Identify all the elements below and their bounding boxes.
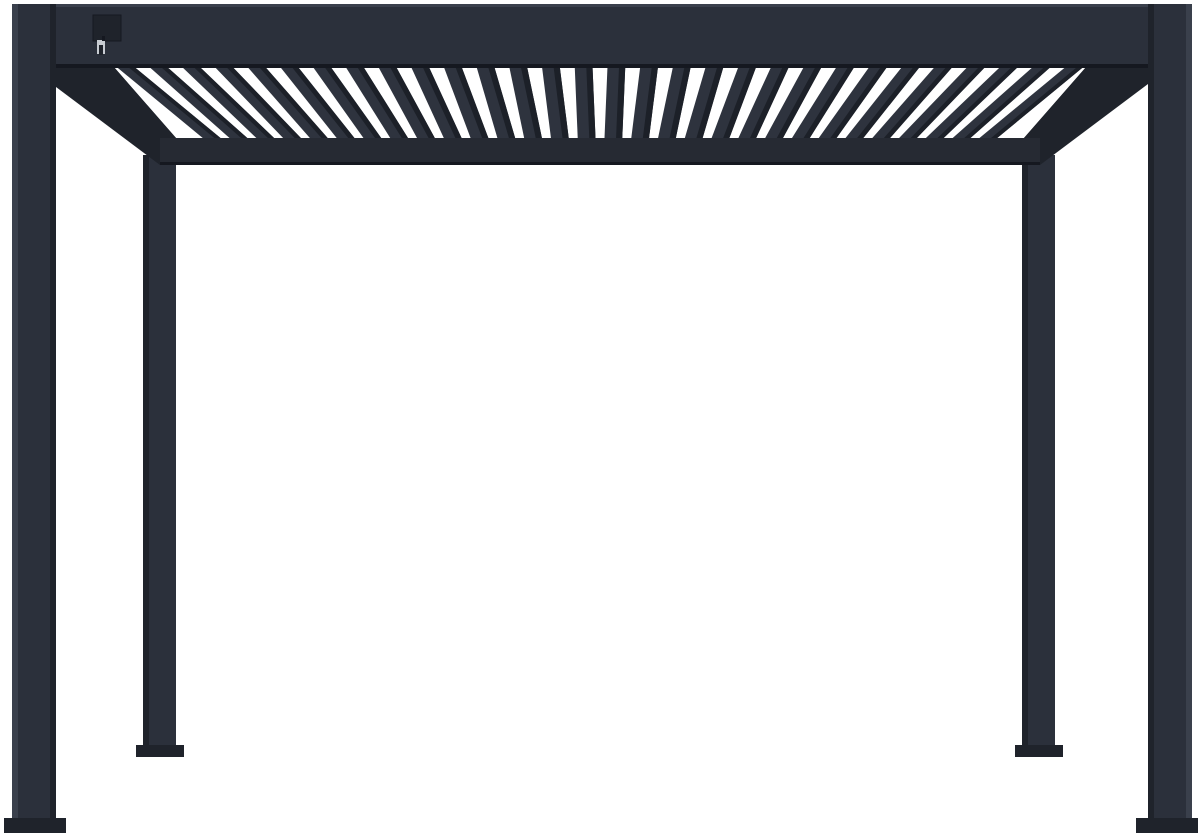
louver-slat-shadow	[669, 68, 691, 140]
louver-slat-shadow	[695, 68, 724, 140]
louver-slat-shadow	[749, 68, 789, 140]
louver-slat-shadow	[802, 68, 854, 140]
louver-slat-shadow	[259, 68, 330, 140]
louver-slat-shadow	[642, 68, 658, 140]
roof-frame	[52, 68, 1148, 165]
front-beam	[40, 4, 1160, 68]
louver-slat-shadow	[908, 68, 985, 140]
louver-slat-shadow	[325, 68, 383, 140]
louver-slat-shadow	[227, 68, 303, 140]
louver-slat-shadow	[586, 68, 596, 140]
louver-slat-shadow	[194, 68, 277, 140]
louver-slat-shadow	[521, 68, 543, 140]
louver-slat-shadow	[357, 68, 410, 140]
front-left-post	[4, 4, 66, 833]
louver-slat-shadow	[292, 68, 357, 140]
rear-right-post	[1015, 155, 1063, 757]
louver-slat-shadow	[129, 68, 223, 140]
louver-slat-shadow	[488, 68, 516, 140]
louver-slat-shadow	[775, 68, 822, 140]
louver-slat-shadow	[961, 68, 1050, 140]
front-right-post	[1136, 4, 1198, 833]
louver-slat-shadow	[423, 68, 463, 140]
louver-slat-shadow	[553, 68, 569, 140]
motor-box-icon	[92, 14, 122, 55]
left-side-beam	[52, 68, 178, 165]
louver-slat-shadow	[935, 68, 1017, 140]
rear-left-post	[136, 155, 184, 757]
louver-slat-shadow	[828, 68, 887, 140]
right-side-beam	[1022, 68, 1148, 165]
louver-slat-shadow	[988, 68, 1083, 140]
louver-slat-shadow	[722, 68, 756, 140]
louver-slat-shadow	[390, 68, 436, 140]
louver-slat-shadow	[855, 68, 919, 140]
louver-slats	[117, 68, 1083, 140]
rear-beam-edge	[160, 162, 1040, 165]
rear-beam	[160, 138, 1040, 165]
louver-slat-shadow	[882, 68, 952, 140]
louver-slat-shadow	[162, 68, 250, 140]
louver-slat-shadow	[455, 68, 490, 140]
louver-slat-shadow	[615, 68, 626, 140]
